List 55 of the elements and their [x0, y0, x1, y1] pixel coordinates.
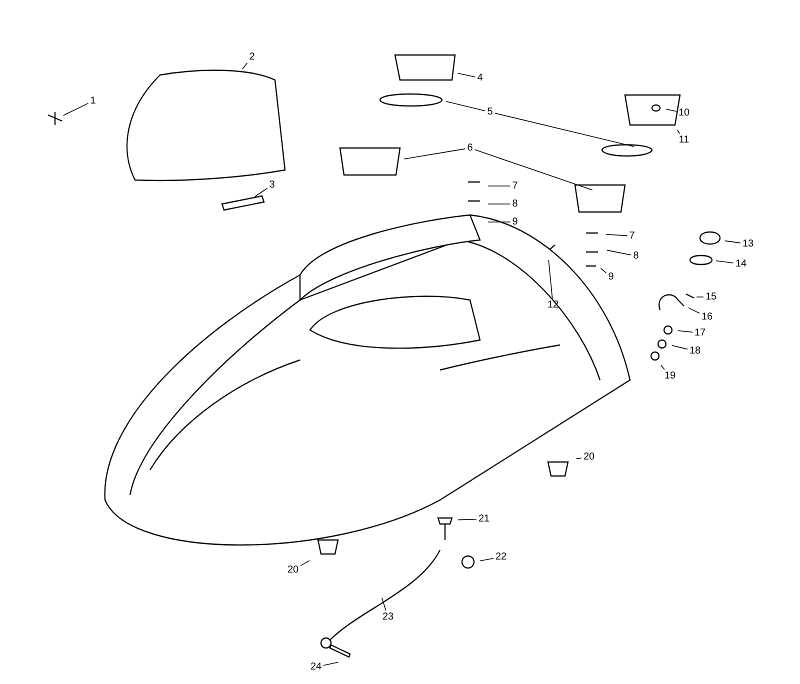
leader-line — [242, 62, 248, 70]
callout-number: 3 — [268, 180, 276, 190]
leader-line — [457, 72, 476, 78]
callout-number: 9 — [511, 216, 519, 228]
callout-number: 13 — [741, 238, 755, 250]
leader-line — [666, 108, 677, 112]
leader-line — [600, 268, 607, 274]
leader-line — [606, 250, 632, 256]
leader-line — [716, 260, 734, 264]
callout-number: 9 — [607, 272, 615, 282]
leader-line — [576, 458, 582, 460]
callout-number: 16 — [700, 312, 714, 322]
callout-number: 12 — [546, 300, 560, 310]
leader-line — [381, 597, 386, 611]
leader-line — [678, 330, 693, 333]
leader-line — [323, 662, 339, 666]
callout-number: 7 — [628, 230, 636, 242]
leader-line — [548, 260, 553, 299]
callout-number: 23 — [381, 612, 395, 622]
callout-number: 14 — [734, 258, 748, 270]
callout-number: 20 — [286, 564, 300, 576]
callout-number: 8 — [511, 198, 519, 210]
leader-line — [63, 102, 89, 116]
callout-number: 8 — [632, 250, 640, 262]
leader-line — [445, 101, 486, 112]
leader-line — [660, 364, 665, 370]
callout-number: 2 — [248, 52, 256, 62]
leader-line — [404, 148, 466, 160]
leader-line — [254, 188, 268, 198]
leader-line — [458, 518, 477, 520]
callout-number: 15 — [704, 292, 718, 302]
leader-line — [474, 149, 593, 190]
callout-number: 10 — [677, 108, 691, 118]
leader-line — [606, 234, 628, 236]
leader-line — [676, 129, 680, 134]
leader-line — [300, 560, 310, 566]
callout-number: 1 — [89, 96, 97, 106]
callout-number: 20 — [582, 452, 596, 462]
callout-number: 22 — [494, 552, 508, 562]
leader-line — [696, 296, 704, 298]
callout-number: 17 — [693, 328, 707, 338]
callout-number: 21 — [477, 514, 491, 524]
callout-number: 18 — [688, 346, 702, 356]
callout-number: 7 — [511, 180, 519, 192]
callout-number: 24 — [309, 662, 323, 672]
callout-number: 19 — [663, 370, 677, 382]
leader-line — [480, 558, 494, 562]
leader-line — [494, 112, 635, 147]
leader-line — [724, 240, 741, 244]
callout-number: 4 — [476, 72, 484, 84]
leader-line — [688, 307, 700, 314]
callout-number: 11 — [678, 134, 690, 146]
callout-number: 5 — [486, 106, 494, 118]
callout-number: 6 — [466, 142, 474, 154]
leader-line — [671, 345, 688, 350]
